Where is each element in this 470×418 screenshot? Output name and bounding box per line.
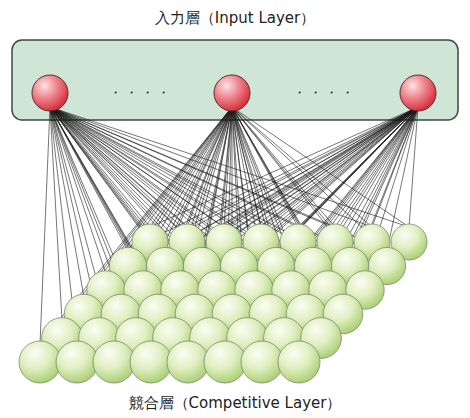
connection-line bbox=[188, 107, 418, 344]
connection-line bbox=[50, 107, 188, 344]
connection-line bbox=[50, 107, 232, 297]
ellipsis-dots-wrap: ・・・・ bbox=[293, 85, 357, 101]
connection-line bbox=[50, 107, 299, 344]
connection-line bbox=[84, 107, 232, 297]
input-layer-box bbox=[12, 40, 458, 120]
connection-line bbox=[136, 107, 418, 321]
connection-line bbox=[114, 107, 418, 344]
connection-line bbox=[50, 107, 247, 321]
layer-title-wrap: 入力層（Input Layer） bbox=[155, 9, 315, 27]
input-neurons bbox=[32, 75, 436, 111]
connection-line bbox=[50, 107, 62, 321]
competitive-neurons bbox=[19, 224, 427, 383]
connection-line bbox=[50, 107, 328, 274]
competitive-neuron bbox=[241, 341, 283, 383]
connection-line bbox=[99, 107, 418, 321]
connection-line bbox=[50, 107, 321, 321]
ellipsis-dots: ・・・・ bbox=[109, 85, 173, 101]
connection-line bbox=[77, 107, 418, 344]
connection-line bbox=[84, 107, 418, 297]
ellipsis-dots-wrap: ・・・・ bbox=[109, 85, 173, 101]
competitive-neuron bbox=[167, 341, 209, 383]
connection-line bbox=[50, 107, 136, 321]
connection-line bbox=[40, 107, 232, 344]
competitive-neuron bbox=[56, 341, 98, 383]
input-neuron bbox=[400, 75, 436, 111]
competitive-neuron bbox=[93, 341, 135, 383]
connection-line bbox=[187, 107, 418, 227]
competitive-neuron bbox=[204, 341, 246, 383]
layer-title: 入力層（Input Layer） bbox=[155, 9, 315, 27]
layer-caption-wrap: 競合層（Competitive Layer） bbox=[129, 394, 342, 412]
competitive-neuron bbox=[130, 341, 172, 383]
ellipsis-dots: ・・・・ bbox=[293, 85, 357, 101]
connection-line bbox=[195, 107, 418, 297]
input-neuron bbox=[214, 75, 250, 111]
connection-line bbox=[409, 107, 418, 227]
competitive-neuron bbox=[19, 341, 61, 383]
connection-line bbox=[50, 107, 150, 227]
connection-line bbox=[106, 107, 418, 274]
connection-line bbox=[50, 107, 269, 297]
connection-line bbox=[151, 107, 418, 344]
connection-line bbox=[225, 107, 418, 344]
connection-line bbox=[121, 107, 418, 297]
connection-line bbox=[40, 107, 418, 344]
layer-caption: 競合層（Competitive Layer） bbox=[129, 394, 342, 412]
connection-line bbox=[158, 107, 418, 297]
connection-line bbox=[50, 107, 262, 344]
connection-line bbox=[247, 107, 418, 321]
input-neuron bbox=[32, 75, 68, 111]
connection-line bbox=[173, 107, 418, 321]
competitive-neuron bbox=[278, 341, 320, 383]
connection-line bbox=[40, 107, 50, 344]
connection-lines bbox=[40, 107, 418, 344]
